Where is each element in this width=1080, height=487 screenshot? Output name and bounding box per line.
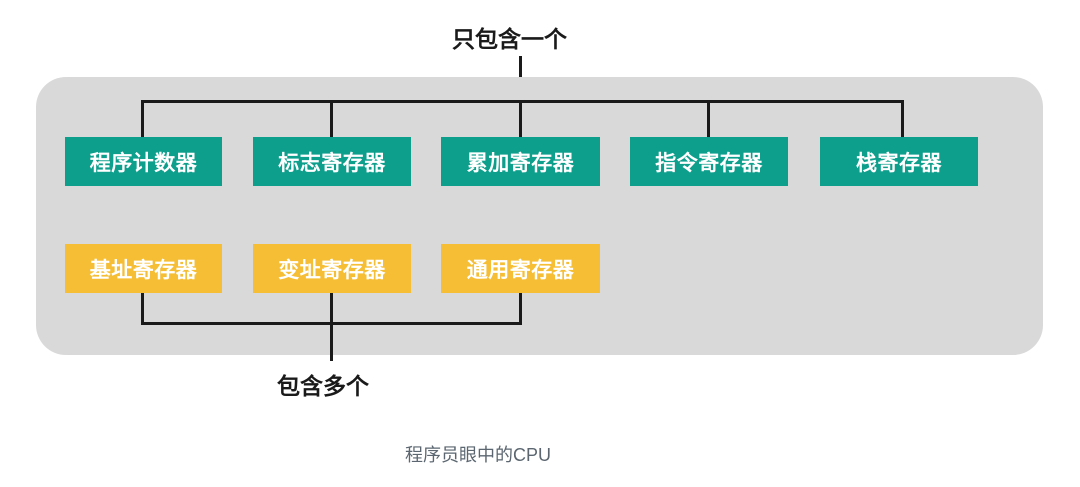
annotation-top-label: 只包含一个 xyxy=(452,26,567,52)
register-box-instruction-register[interactable]: 指令寄存器 xyxy=(630,137,788,186)
connector-bottom-riser-3 xyxy=(519,293,522,325)
register-box-stack-register[interactable]: 栈寄存器 xyxy=(820,137,978,186)
figure-caption: 程序员眼中的CPU xyxy=(405,445,552,465)
register-box-program-counter[interactable]: 程序计数器 xyxy=(65,137,222,186)
connector-top-drop-5 xyxy=(901,100,904,137)
register-box-base-register[interactable]: 基址寄存器 xyxy=(65,244,222,293)
annotation-bottom-label: 包含多个 xyxy=(277,373,369,399)
register-box-flag-register[interactable]: 标志寄存器 xyxy=(253,137,411,186)
connector-bottom-drop xyxy=(330,322,333,361)
connector-top-drop-1 xyxy=(141,100,144,137)
connector-top-drop-3 xyxy=(519,100,522,137)
connector-bottom-riser-2 xyxy=(330,293,333,325)
connector-bottom-riser-1 xyxy=(141,293,144,325)
connector-top-drop-4 xyxy=(707,100,710,137)
connector-top-bar xyxy=(141,100,904,103)
register-box-index-register[interactable]: 变址寄存器 xyxy=(253,244,411,293)
register-box-general-purpose-register[interactable]: 通用寄存器 xyxy=(441,244,600,293)
connector-top-drop-2 xyxy=(330,100,333,137)
cpu-panel xyxy=(36,77,1043,355)
register-box-accumulator-register[interactable]: 累加寄存器 xyxy=(441,137,600,186)
